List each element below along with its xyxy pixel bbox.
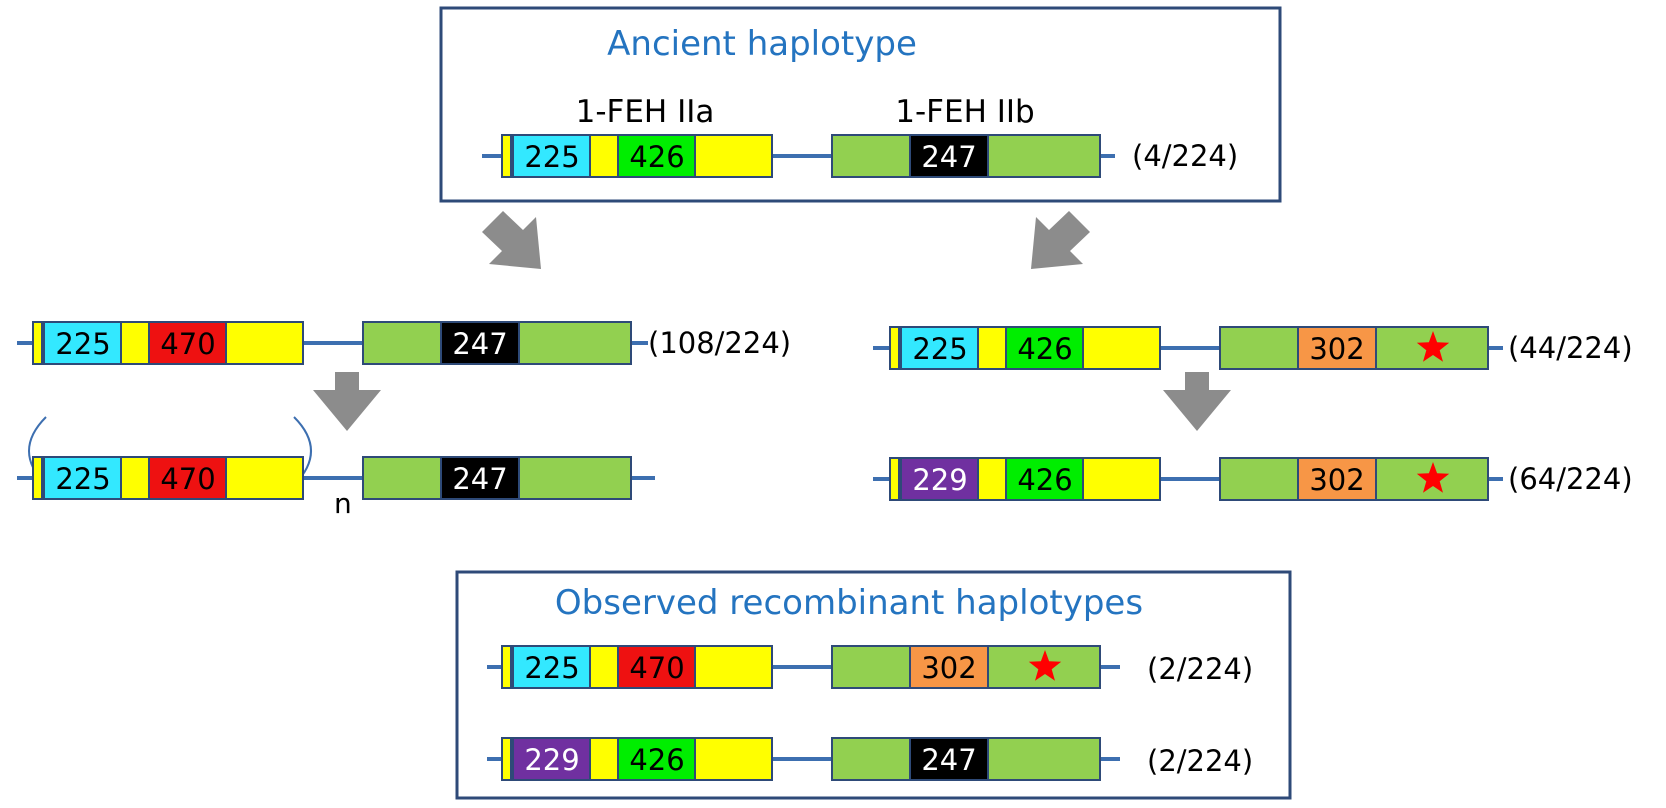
- haplotype-left-2-motif-a-second: [148, 456, 227, 500]
- haplotype-right-2-motif-b: [1297, 457, 1377, 501]
- haplotype-right-2-motif-a-first: [900, 457, 979, 501]
- haplotype-ancient-motif-b-label: 247: [921, 140, 976, 174]
- haplotype-ancient-motif-a-first: [512, 134, 591, 178]
- haplotype-right-1-motif-a-first-label: 225: [912, 332, 967, 366]
- gene-a-label: 1-FEH IIa: [576, 94, 715, 130]
- haplotype-observed-1-motif-a-first-label: 225: [524, 651, 579, 685]
- haplotype-observed-2-motif-a-second-label: 426: [629, 743, 684, 777]
- haplotype-right-1-motif-a-second: [1005, 326, 1084, 370]
- haplotype-ancient: 225 426 247 (4/224): [482, 134, 1238, 178]
- haplotype-ancient-gene-a-marker: [510, 135, 513, 177]
- haplotype-left-1-frequency: (108/224): [648, 326, 791, 360]
- haplotype-left-2-motif-a-first-label: 225: [55, 462, 110, 496]
- haplotype-left-2-motif-a-second-label: 470: [160, 462, 215, 496]
- haplotype-left-1-motif-a-first: [43, 321, 122, 365]
- haplotype-left-2-motif-b-label: 247: [452, 462, 507, 496]
- haplotype-right-1-gene-a-marker: [898, 327, 901, 369]
- haplotype-ancient-motif-a-first-label: 225: [524, 140, 579, 174]
- observed-haplotypes-title: Observed recombinant haplotypes: [555, 583, 1143, 623]
- haplotype-observed-1-frequency: (2/224): [1147, 652, 1253, 686]
- haplotype-right-2-frequency: (64/224): [1508, 462, 1633, 496]
- haplotype-left-2: 225 470 247: [17, 456, 655, 500]
- haplotype-ancient-motif-b: [909, 134, 989, 178]
- haplotype-right-1-motif-a-second-label: 426: [1017, 332, 1072, 366]
- arrow-down-right: [1031, 211, 1090, 269]
- haplotype-left-1-motif-b: [440, 321, 520, 365]
- haplotype-observed-2-motif-a-first-label: 229: [524, 743, 579, 777]
- haplotype-observed-1-motif-b-label: 302: [921, 651, 976, 685]
- haplotype-rows: 225 426 247 (4/224) 225 470 247 (108/224) 225 470…: [17, 134, 1633, 781]
- haplotype-right-2-mutation-star-icon: [1416, 462, 1450, 493]
- haplotype-observed-2: 229 426 247 (2/224): [487, 737, 1253, 781]
- haplotype-observed-2-motif-a-first: [512, 737, 591, 781]
- arrow-down-left: [482, 211, 541, 269]
- haplotype-observed-1-motif-a-first: [512, 645, 591, 689]
- haplotype-right-2-gene-a-marker: [898, 458, 901, 500]
- ancient-haplotype-frame: [439, 6, 1282, 203]
- haplotype-right-2-motif-a-second: [1005, 457, 1084, 501]
- haplotype-left-1-gene-a-marker: [41, 322, 44, 364]
- haplotype-right-2-motif-a-first-label: 229: [912, 463, 967, 497]
- arrow-down-right-lower: [1163, 372, 1231, 431]
- haplotype-right-1-motif-b-label: 302: [1309, 332, 1364, 366]
- haplotype-observed-1-mutation-star-icon: [1028, 650, 1062, 681]
- haplotype-observed-2-gene-a-marker: [510, 738, 513, 780]
- haplotype-left-2-motif-a-first: [43, 456, 122, 500]
- haplotype-right-1-mutation-star-icon: [1416, 331, 1450, 362]
- observed-haplotypes-frame: [455, 570, 1292, 800]
- haplotype-left-1-motif-a-second: [148, 321, 227, 365]
- haplotype-ancient-motif-a-second-label: 426: [629, 140, 684, 174]
- haplotype-right-2-motif-b-label: 302: [1309, 463, 1364, 497]
- gene-b-label: 1-FEH IIb: [895, 94, 1034, 130]
- haplotype-left-2-gene-a-marker: [41, 457, 44, 499]
- haplotype-left-1-motif-a-first-label: 225: [55, 327, 110, 361]
- haplotype-observed-2-motif-b-label: 247: [921, 743, 976, 777]
- haplotype-left-2-motif-b: [440, 456, 520, 500]
- haplotype-left-1-motif-a-second-label: 470: [160, 327, 215, 361]
- haplotype-observed-1-motif-a-second-label: 470: [629, 651, 684, 685]
- haplotype-observed-2-motif-b: [909, 737, 989, 781]
- haplotype-observed-1-motif-b: [909, 645, 989, 689]
- haplotype-observed-1: 225 470 302 (2/224): [487, 645, 1253, 689]
- haplotype-left-1-motif-b-label: 247: [452, 327, 507, 361]
- haplotype-left-1: 225 470 247 (108/224): [17, 321, 791, 365]
- haplotype-observed-2-motif-a-second: [617, 737, 696, 781]
- haplotype-observed-2-frequency: (2/224): [1147, 744, 1253, 778]
- arrow-down-left-lower: [313, 372, 381, 431]
- haplotype-right-1-motif-b: [1297, 326, 1377, 370]
- haplotype-right-1-frequency: (44/224): [1508, 331, 1633, 365]
- haplotype-right-1-motif-a-first: [900, 326, 979, 370]
- haplotype-ancient-motif-a-second: [617, 134, 696, 178]
- repeat-count-label: n: [334, 487, 352, 520]
- haplotype-right-2-motif-a-second-label: 426: [1017, 463, 1072, 497]
- haplotype-right-2: 229 426 302 (64/224): [873, 457, 1633, 501]
- ancient-haplotype-title: Ancient haplotype: [607, 24, 917, 64]
- haplotype-ancient-frequency: (4/224): [1132, 139, 1238, 173]
- haplotype-observed-1-gene-a-marker: [510, 646, 513, 688]
- haplotype-observed-1-motif-a-second: [617, 645, 696, 689]
- haplotype-right-1: 225 426 302 (44/224): [873, 326, 1633, 370]
